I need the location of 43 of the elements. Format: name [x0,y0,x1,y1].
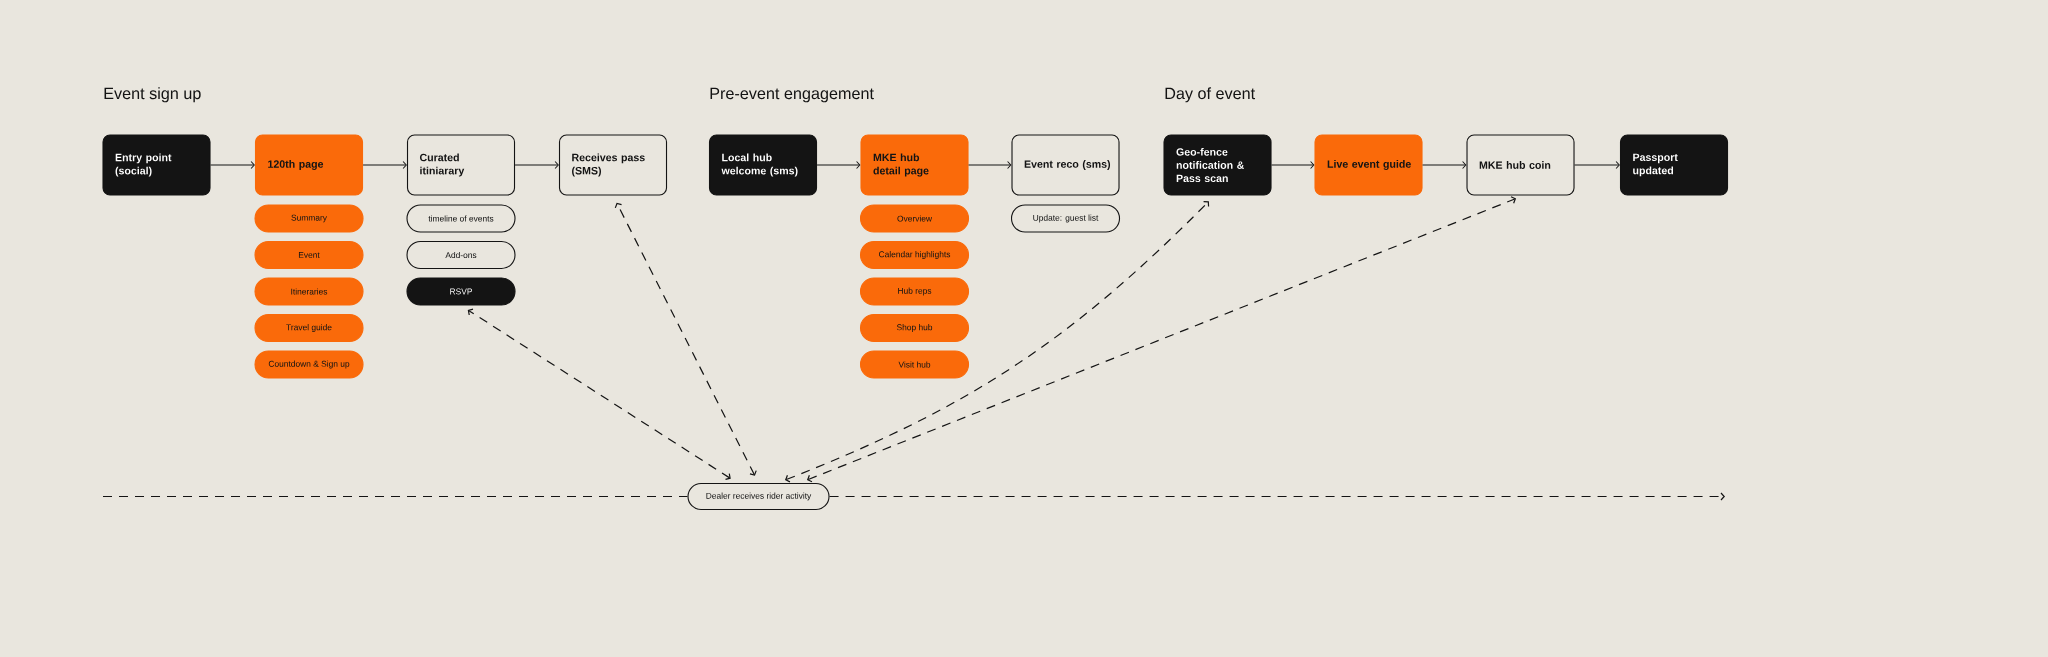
process-box: Event reco (sms) [1011,134,1120,196]
process-box: Curated itiniarary [406,134,516,196]
arrow [514,161,559,169]
section-heading: Event sign up [104,87,201,103]
process-box: Receives pass (SMS) [558,134,668,196]
arrow [210,161,255,169]
feature-pill: Itineraries [254,277,364,306]
feature-pill: Update: guest list [1010,204,1121,233]
process-box: Live event guide [1314,134,1423,196]
feature-pill: Shop hub [859,313,970,343]
feature-pill: Overview [859,204,970,233]
dashed-arrow [828,492,1726,501]
arrow [362,161,407,169]
dashed-arrow [614,202,757,476]
feature-pill: Hub reps [859,277,970,306]
arrow [816,161,861,169]
dashed-line [102,495,689,498]
process-box: Local hub welcome (sms) [708,134,818,196]
feature-pill: Countdown & Sign up [254,350,364,379]
feature-pill: Summary [254,204,364,233]
process-box: 120th page [254,134,364,196]
feature-pill: Travel guide [254,313,364,343]
section-heading: Day of event [1165,87,1255,103]
dashed-arrow [784,201,1210,483]
section-heading: Pre-event engagement [710,87,874,103]
process-box: MKE hub coin [1466,134,1575,196]
dashed-arrow [467,308,731,481]
activity-pill: Dealer receives rider activity [687,482,830,511]
arrow [1574,161,1620,169]
process-box: Geo-fence notification & Pass scan [1163,134,1272,196]
arrow [1271,161,1315,169]
arrow [1422,161,1467,169]
arrow [968,161,1012,169]
feature-pill: Add-ons [406,240,516,270]
dashed-arrow [806,196,1517,483]
feature-pill: timeline of events [406,204,516,233]
feature-pill: Calendar highlights [859,240,970,270]
feature-pill: Visit hub [859,350,970,379]
process-box: MKE hub detail page [860,134,969,196]
process-box: Entry point (social) [102,134,211,196]
feature-pill: Event [254,240,364,270]
feature-pill: RSVP [406,277,516,306]
process-box: Passport updated [1619,134,1729,196]
